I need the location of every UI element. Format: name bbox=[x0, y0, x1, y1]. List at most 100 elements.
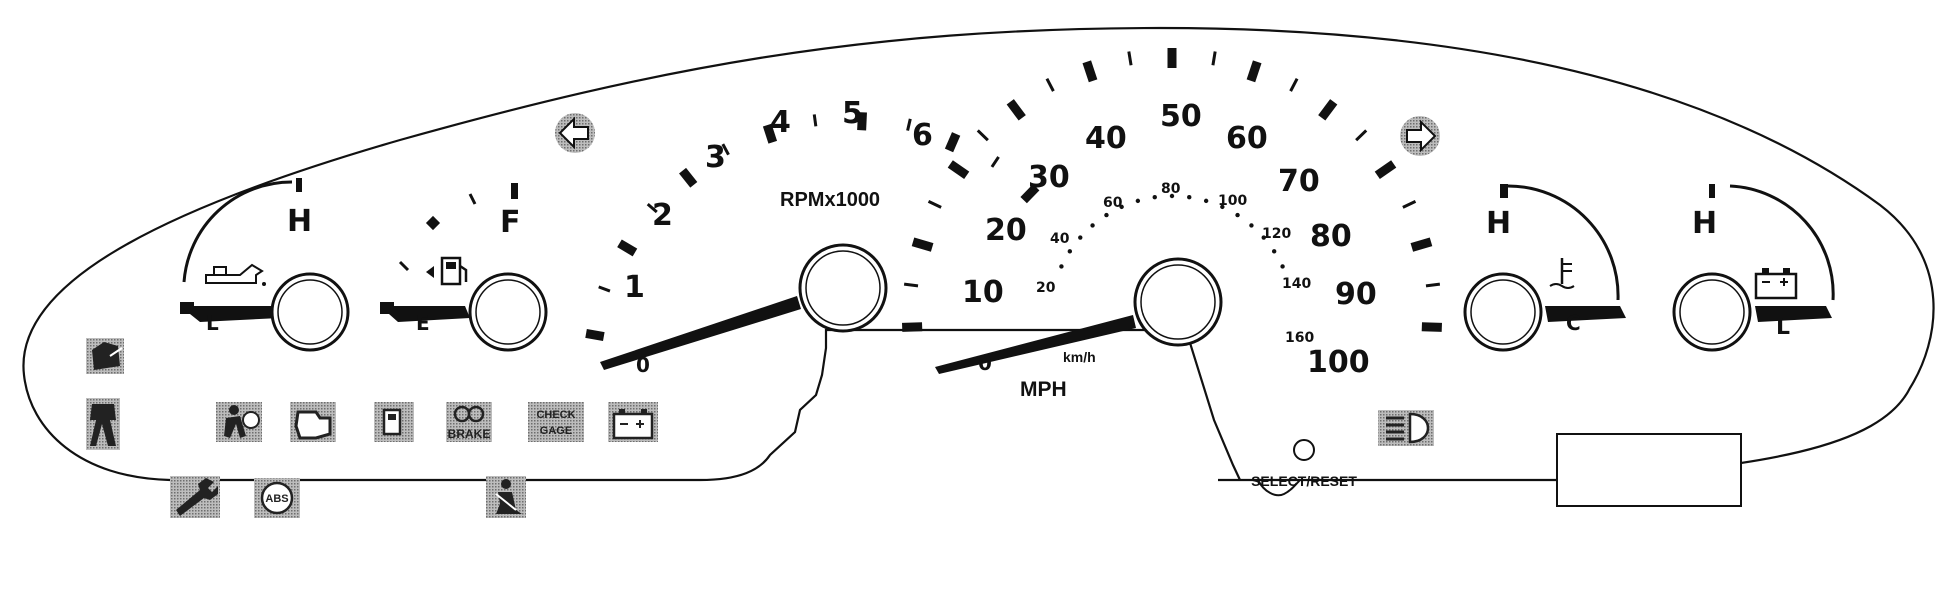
mph-numeral-80: 80 bbox=[1310, 219, 1352, 254]
kmh-tick bbox=[1067, 249, 1073, 254]
tach-tick bbox=[646, 203, 658, 214]
check-gage-line2: GAGE bbox=[540, 425, 572, 437]
temp-gauge-hub bbox=[1463, 272, 1543, 352]
kmh-tick bbox=[1261, 235, 1266, 240]
tach-zero-mark: 0 bbox=[636, 353, 650, 377]
tach-label: RPMx1000 bbox=[780, 189, 880, 211]
headlight-icon bbox=[1408, 412, 1430, 444]
tach-tick bbox=[1020, 184, 1040, 204]
kmh-tick bbox=[1203, 198, 1209, 204]
kmh-tick bbox=[1169, 193, 1175, 199]
speedo-tick bbox=[1318, 99, 1338, 121]
kmh-numeral-100: 100 bbox=[1218, 193, 1247, 209]
kmh-tick bbox=[1280, 264, 1285, 269]
speedo-tick bbox=[947, 160, 970, 180]
tach-tick bbox=[679, 167, 698, 188]
wrench-icon bbox=[176, 478, 218, 516]
abs-label: ABS bbox=[265, 493, 288, 505]
battery-icon bbox=[1754, 268, 1798, 300]
speedo-tick bbox=[1006, 99, 1026, 121]
speedo-tick bbox=[903, 282, 919, 288]
speedo-tick bbox=[1355, 129, 1368, 142]
speedo-zero-mark: 0 bbox=[978, 351, 992, 375]
speedo-hub bbox=[1133, 257, 1223, 347]
high-beam-indicator bbox=[1378, 410, 1434, 446]
mph-numeral-50: 50 bbox=[1160, 99, 1202, 134]
coolant-thermometer-icon bbox=[1549, 258, 1575, 289]
cluster-perimeter bbox=[22, 26, 1935, 482]
kmh-label: km/h bbox=[1063, 349, 1096, 365]
kmh-tick bbox=[1220, 204, 1225, 210]
temp-high-label: H bbox=[1486, 206, 1511, 241]
kmh-scale bbox=[1059, 193, 1285, 269]
low-fuel-warning bbox=[374, 402, 414, 442]
speedo-needle bbox=[935, 315, 1136, 374]
kmh-numeral-40: 40 bbox=[1050, 231, 1070, 247]
kmh-numeral-80: 80 bbox=[1161, 181, 1181, 197]
select-reset-label: SELECT/RESET bbox=[1251, 473, 1357, 489]
tach-numeral-4: 4 bbox=[770, 105, 791, 140]
left-turn-signal bbox=[555, 113, 595, 153]
tach-numeral-1: 1 bbox=[624, 270, 645, 305]
speedo-tick bbox=[1425, 282, 1441, 288]
speedo-tick bbox=[1374, 160, 1397, 180]
select-reset-button[interactable] bbox=[1293, 439, 1315, 461]
kmh-tick bbox=[1059, 264, 1064, 269]
kmh-tick bbox=[1271, 249, 1277, 254]
speedo-tick bbox=[902, 322, 923, 332]
right-arrow-icon bbox=[1406, 119, 1437, 153]
tach-numeral-5: 5 bbox=[842, 96, 863, 131]
right-turn-signal bbox=[1400, 116, 1440, 156]
mph-numeral-20: 20 bbox=[985, 213, 1027, 248]
temp-gauge: H C bbox=[1463, 184, 1626, 352]
battery-low-label: L bbox=[1776, 315, 1790, 340]
speedo-tick bbox=[911, 237, 934, 252]
airbag-warning bbox=[216, 402, 262, 442]
cluster-bottom-tab bbox=[1257, 479, 1301, 497]
fuel-pump-icon bbox=[426, 256, 468, 286]
speedo-tick bbox=[1410, 237, 1433, 252]
tach-tick bbox=[812, 114, 818, 127]
kmh-tick bbox=[1249, 223, 1254, 228]
engine-icon bbox=[294, 410, 332, 440]
kmh-numeral-20: 20 bbox=[1036, 280, 1056, 296]
left-arrow-icon bbox=[558, 116, 589, 150]
speedometer-scale bbox=[902, 48, 1442, 332]
tach-tick bbox=[944, 132, 961, 153]
brake-warning: BRAKE bbox=[446, 402, 492, 442]
charging-warning bbox=[608, 402, 658, 442]
speedo-tick bbox=[1211, 51, 1217, 66]
tachometer: 1 2 3 4 5 6 RPMx1000 0 bbox=[600, 96, 933, 377]
door-ajar-warning bbox=[86, 338, 124, 374]
speedo-tick bbox=[976, 129, 989, 142]
kmh-tick bbox=[1119, 204, 1124, 210]
oil-gauge: H L bbox=[180, 178, 350, 352]
tach-numeral-3: 3 bbox=[705, 140, 726, 175]
door-ajar-icon bbox=[92, 342, 120, 370]
tach-tick bbox=[598, 285, 611, 293]
tach-tick bbox=[762, 123, 778, 144]
fuel-full-label: F bbox=[500, 205, 521, 240]
kmh-tick bbox=[1090, 223, 1095, 228]
speedo-tick bbox=[1402, 199, 1417, 209]
tach-tick bbox=[721, 143, 730, 156]
mph-numeral-10: 10 bbox=[962, 275, 1004, 310]
check-gage-warning: CHECK GAGE bbox=[528, 402, 584, 442]
low-fuel-icon bbox=[382, 408, 402, 436]
mph-numeral-40: 40 bbox=[1085, 121, 1127, 156]
mph-numeral-30: 30 bbox=[1028, 160, 1070, 195]
brake-label: BRAKE bbox=[448, 427, 491, 441]
seatbelt-warning bbox=[486, 476, 526, 518]
speedo-tick bbox=[1045, 78, 1055, 92]
mph-label: MPH bbox=[1020, 378, 1067, 401]
speedo-tick bbox=[1246, 60, 1262, 83]
kmh-tick bbox=[1104, 212, 1109, 218]
speedo-tick bbox=[1289, 78, 1299, 92]
tach-tick bbox=[617, 239, 638, 257]
mph-numeral-70: 70 bbox=[1278, 164, 1320, 199]
kmh-numeral-140: 140 bbox=[1282, 276, 1311, 292]
battery-high-label: H bbox=[1692, 206, 1717, 241]
oil-gauge-hub bbox=[270, 272, 350, 352]
kmh-numeral-60: 60 bbox=[1103, 195, 1123, 211]
